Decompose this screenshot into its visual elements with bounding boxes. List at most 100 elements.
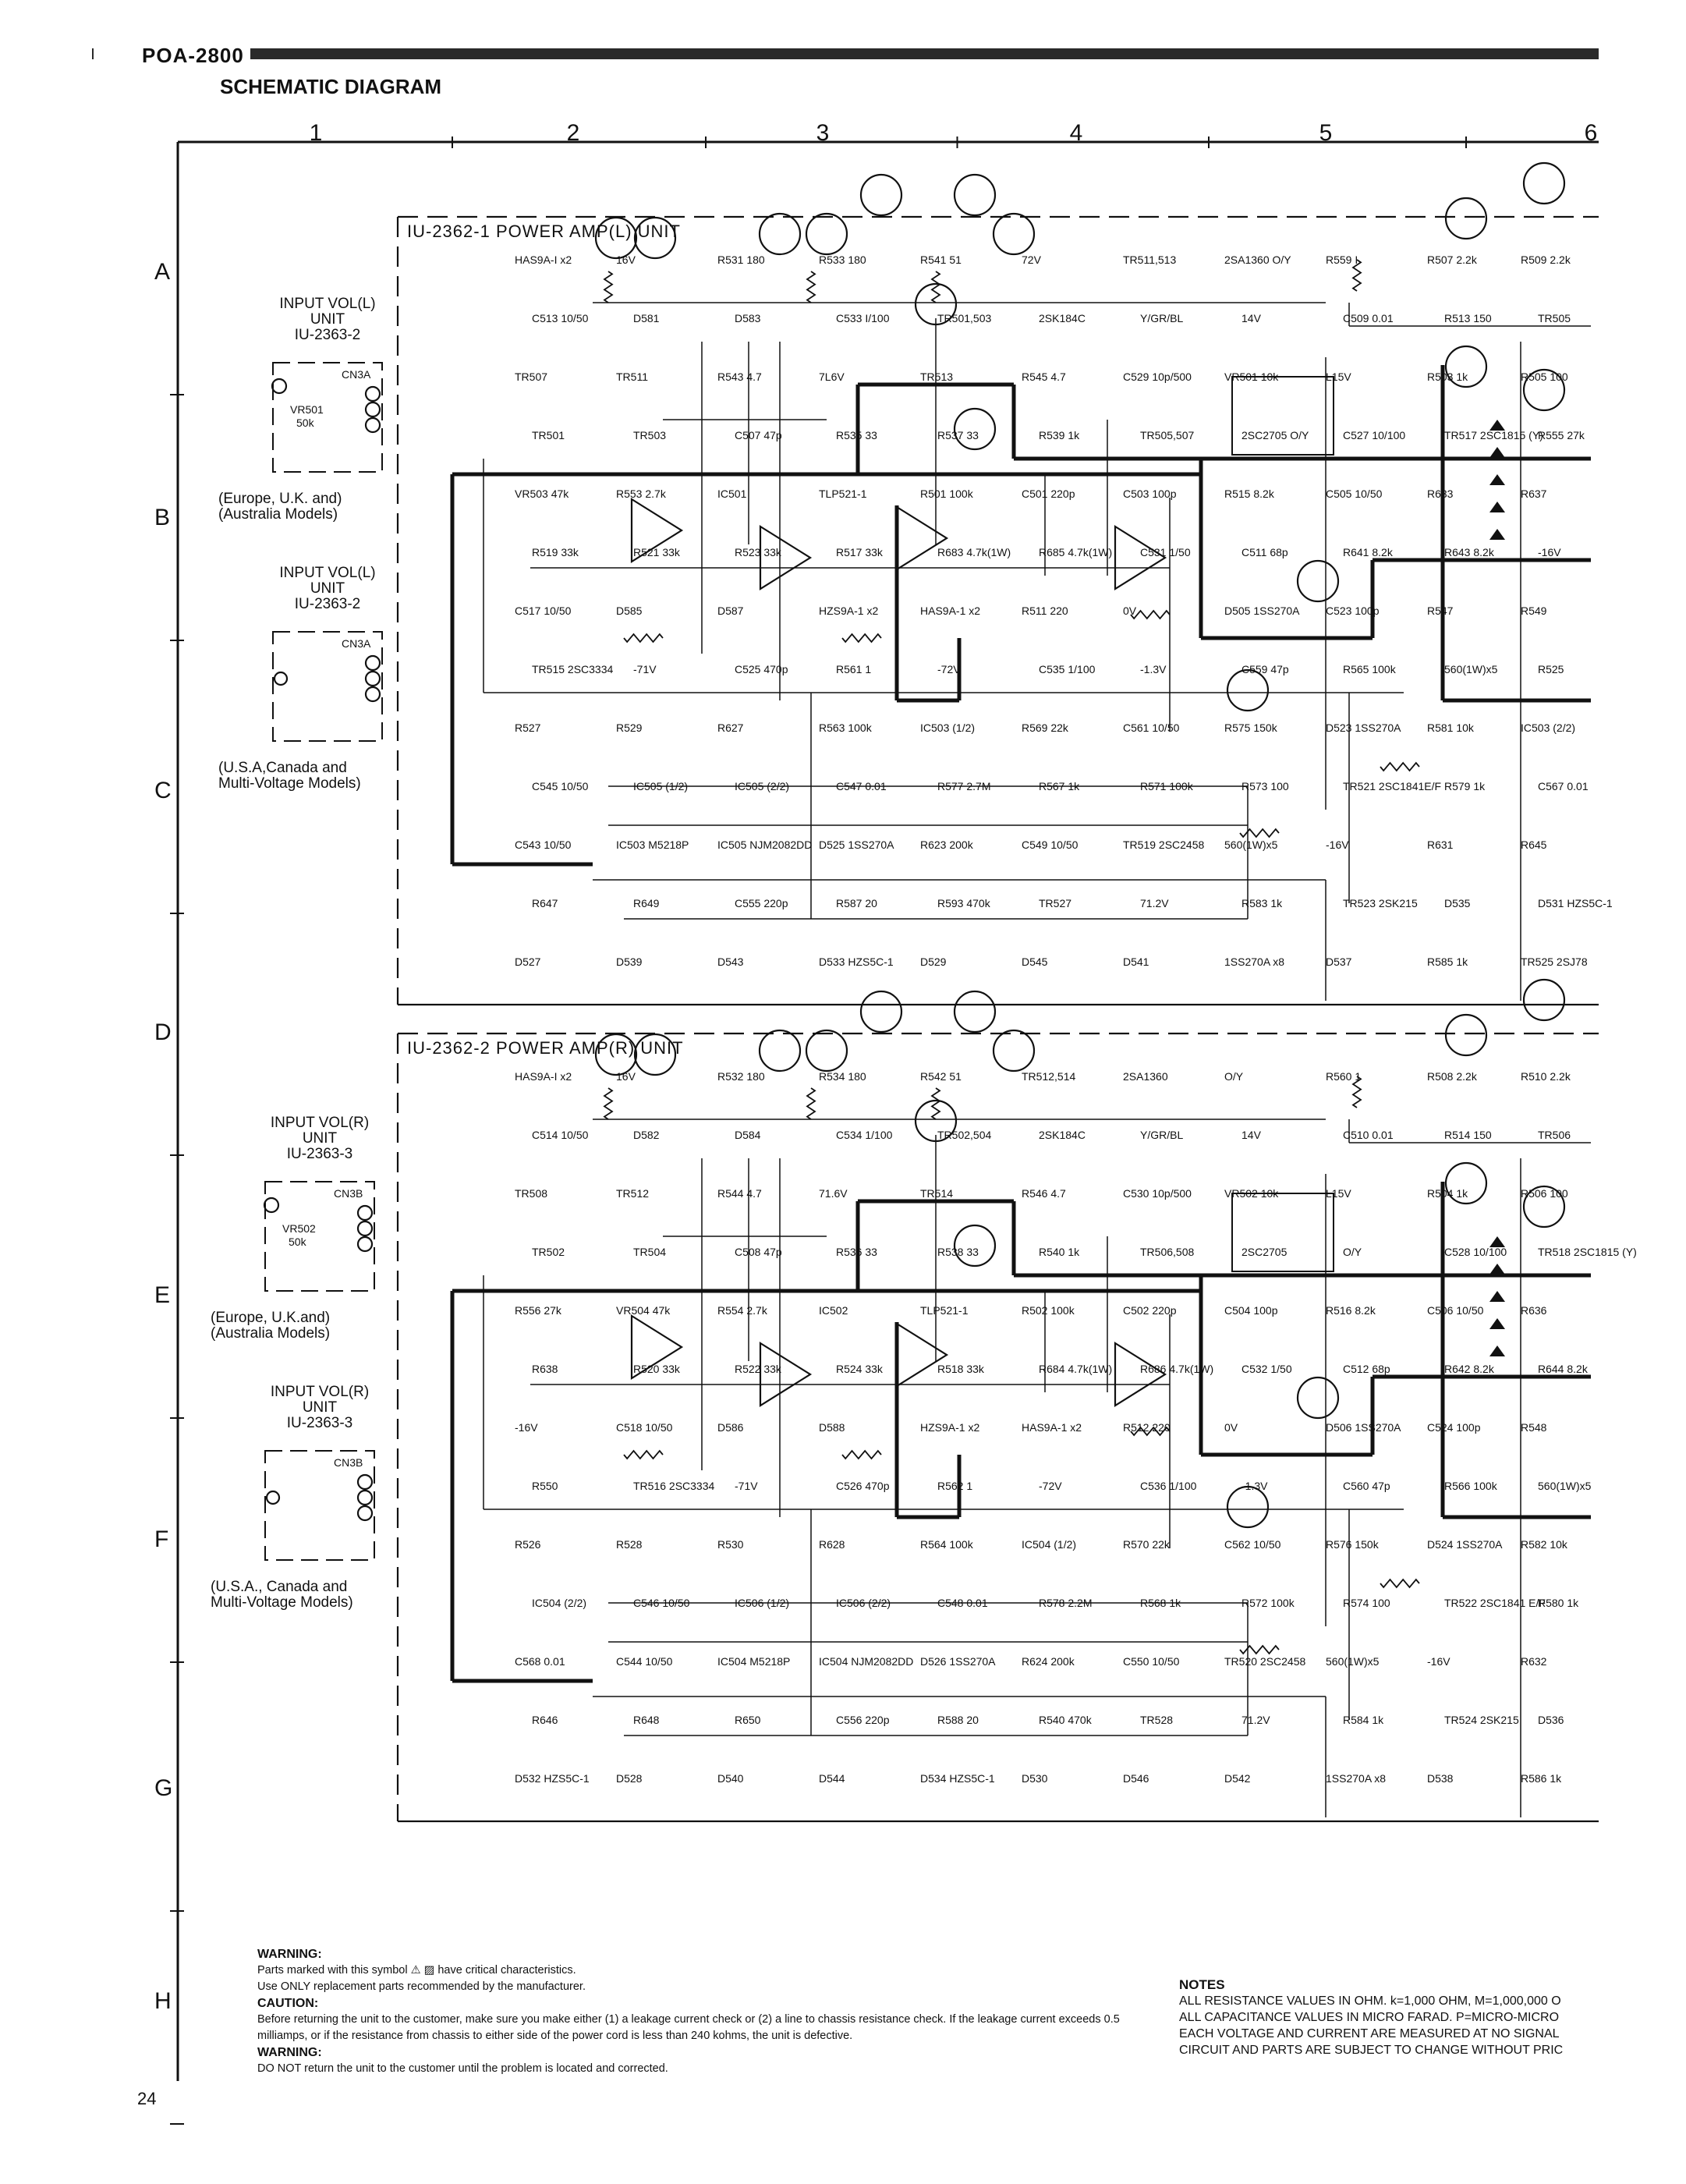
connector-pin (356, 1505, 374, 1522)
component-label: TR511,513 (1123, 254, 1176, 266)
transistor-symbol (1226, 668, 1270, 712)
component-label: TR502 (532, 1246, 565, 1258)
vr-value: 50k (296, 417, 315, 429)
transistor-symbol (992, 1029, 1036, 1072)
input-unit-title: UNIT (310, 580, 345, 597)
box (264, 1450, 375, 1561)
component-label: IC504 (2/2) (532, 1597, 586, 1609)
transistor-symbol (992, 212, 1036, 256)
warning2-text: DO NOT return the unit to the customer u… (257, 2062, 668, 2075)
component-label: O/Y (1343, 1246, 1362, 1258)
resistor-symbol (1130, 1426, 1171, 1437)
component-label: R553 2.7k (616, 488, 667, 500)
component-label: TR501 (532, 429, 565, 441)
column-number: 6 (1585, 120, 1598, 146)
caution-title: CAUTION: (257, 1997, 319, 2010)
component-label: 2SA1360 (1123, 1070, 1168, 1083)
resistor-symbol (841, 633, 882, 644)
transistor-symbol (953, 407, 997, 451)
row-letter: A (154, 259, 170, 285)
component-label: TR519 2SC2458 (1123, 838, 1205, 851)
component-label: 1SS270A x8 (1224, 956, 1284, 968)
component-label: C533 I/100 (836, 312, 890, 324)
resistor-symbol (623, 1449, 664, 1460)
header-rule-bar (92, 45, 1599, 62)
component-label: 71.2V (1140, 897, 1169, 909)
component-label: R515 8.2k (1224, 488, 1275, 500)
opamp-symbol (630, 498, 684, 563)
component-label: D582 (633, 1129, 660, 1141)
component-label: TR506,508 (1140, 1246, 1194, 1258)
resistor-symbol (1380, 1578, 1420, 1589)
component-label: R571 100k (1140, 780, 1194, 792)
component-label: R534 180 (819, 1070, 866, 1083)
component-label: D541 (1123, 956, 1149, 968)
component-label: 14V (1241, 312, 1262, 324)
column-number: 4 (1070, 120, 1083, 146)
input-unit-title: INPUT VOL(R) (271, 1115, 369, 1131)
box (1231, 376, 1334, 456)
component-label: R650 (735, 1714, 761, 1726)
connector-pin (364, 417, 381, 434)
component-label: TR525 2SJ78 (1521, 956, 1588, 968)
component-label: R535 33 (836, 429, 877, 441)
component-label: C556 220p (836, 1714, 890, 1726)
component-label: IC504 M5218P (717, 1655, 790, 1668)
component-label: C506 10/50 (1427, 1304, 1484, 1317)
row-letter: C (154, 778, 172, 803)
component-label: TR514 (920, 1187, 953, 1200)
component-label: IC503 (2/2) (1521, 722, 1575, 734)
component-label: D525 1SS270A (819, 838, 894, 851)
jack-symbol (271, 378, 288, 395)
jack-symbol (265, 1490, 281, 1505)
warning1-text2: Use ONLY replacement parts recommended b… (257, 1980, 586, 1993)
resistor-symbol (930, 271, 941, 303)
component-label: D586 (717, 1421, 744, 1434)
diode-symbol (1489, 1236, 1505, 1247)
transistor-symbol (594, 1033, 638, 1076)
component-label: R517 33k (836, 546, 884, 558)
component-label: 1SS270A x8 (1326, 1772, 1386, 1785)
component-label: -71V (633, 663, 657, 675)
connector-pin (356, 1236, 374, 1253)
component-label: C546 10/50 (633, 1597, 690, 1609)
component-label: R583 1k (1241, 897, 1283, 909)
component-label: R502 100k (1022, 1304, 1075, 1317)
transistor-symbol (633, 216, 677, 260)
component-label: R511 220 (1022, 604, 1068, 617)
component-label: R580 1k (1538, 1597, 1579, 1609)
component-label: TR516 2SC3334 (633, 1480, 715, 1492)
component-label: R512 220 (1123, 1421, 1171, 1434)
opamp-symbol (1114, 525, 1167, 590)
component-label: TR521 2SC1841E/F (1343, 780, 1441, 792)
input-unit-title: INPUT VOL(L) (279, 296, 375, 312)
component-label: R507 2.2k (1427, 254, 1478, 266)
component-label: D588 (819, 1421, 845, 1434)
connector-pin (356, 1220, 374, 1237)
component-label: R561 1 (836, 663, 871, 675)
component-label: -71V (735, 1480, 758, 1492)
component-label: 7L6V (819, 370, 845, 383)
component-label: HAS9A-1 x2 (1022, 1421, 1082, 1434)
component-label: D534 HZS5C-1 (920, 1772, 995, 1785)
component-label: C503 100p (1123, 488, 1177, 500)
component-label: IC505 NJM2082DD (717, 838, 812, 851)
component-label: IC503 M5218P (616, 838, 689, 851)
component-label: HZS9A-1 x2 (920, 1421, 979, 1434)
opamp-symbol (630, 1314, 684, 1380)
connector-label: CN3B (334, 1456, 363, 1469)
component-label: TR504 (633, 1246, 666, 1258)
component-label: TR502,504 (937, 1129, 991, 1141)
component-label: R503 1k (1427, 370, 1468, 383)
component-label: R525 (1538, 663, 1564, 675)
component-label: -72V (1039, 1480, 1062, 1492)
component-label: C531 1/50 (1140, 546, 1191, 558)
component-label: IC501 (717, 488, 747, 500)
component-label: IC503 (1/2) (920, 722, 975, 734)
box (1231, 1193, 1334, 1272)
component-label: R554 2.7k (717, 1304, 768, 1317)
row-letter: H (154, 1988, 172, 2014)
component-label: R550 (532, 1480, 558, 1492)
component-label: Y/GR/BL (1140, 1129, 1183, 1141)
